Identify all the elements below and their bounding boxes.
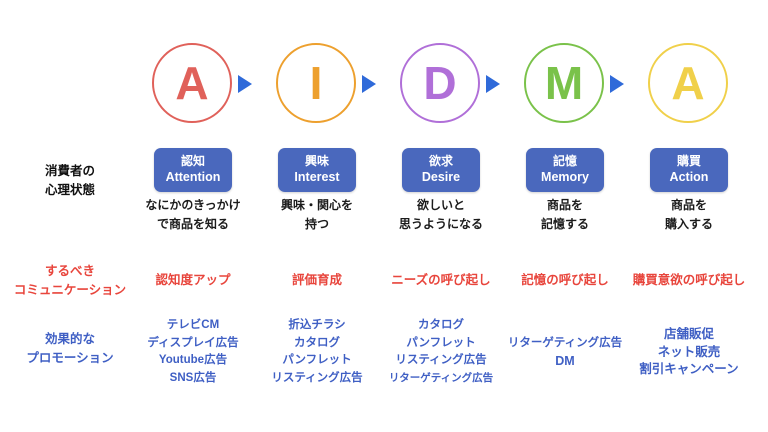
promotion-item: リスティング広告 [395, 354, 487, 366]
stage-promotion-list: カタログパンフレットリスティング広告リターゲティング広告 [367, 317, 515, 387]
stage-description-line: で商品を知る [156, 216, 229, 231]
promotion-item: テレビCM [166, 319, 220, 331]
stage-tag-interest[interactable]: 興味 Interest [278, 148, 356, 193]
promotion-item: カタログ [418, 319, 464, 331]
stage-description-line: なにかのきっかけ [145, 198, 241, 212]
stage-tag-label-en: Action [669, 170, 709, 185]
stage-tag-label-jp: 興味 [304, 154, 329, 168]
stage-circle-interest: I [276, 43, 358, 125]
stage-circle-action: A [648, 43, 730, 125]
stage-circle-ring: I [276, 43, 356, 123]
stage-description-line: 興味・関心を [280, 198, 353, 212]
stage-description: 興味・関心を持つ [255, 196, 379, 233]
stage-promotion-list: 折込チラシカタログパンフレットリスティング広告 [243, 317, 391, 387]
promotion-item: パンフレット [282, 354, 352, 366]
stage-circle-desire: D [400, 43, 482, 125]
stage-letter: I [309, 57, 323, 109]
stage-communication: 記憶の呼び起し [521, 273, 609, 287]
flow-arrow-icon [362, 75, 376, 93]
row-label-communication: するべき コミュニケーション [0, 262, 140, 300]
stage-letter: M [544, 57, 584, 109]
promotion-item: 折込チラシ [288, 319, 346, 331]
stage-communication: 評価育成 [291, 273, 342, 287]
promotion-item: パンフレット [406, 336, 476, 349]
stage-description-line: 記憶する [540, 216, 589, 231]
stage-circle-ring: D [400, 43, 480, 123]
stage-tag-label-jp: 記憶 [552, 154, 577, 168]
stage-tag-label-en: Attention [165, 170, 221, 185]
stage-communication: ニーズの呼び起し [391, 273, 491, 287]
row-label-communication-line2: コミュニケーション [13, 282, 127, 297]
stage-circle-ring: A [152, 43, 232, 123]
stage-column-memory: 記憶 Memory 商品を記憶する記憶の呼び起しリターゲティング広告 DM [503, 0, 627, 432]
stage-circle-ring: A [648, 43, 728, 123]
flow-arrow-icon [486, 75, 500, 93]
row-label-promotion: 効果的な プロモーション [0, 330, 140, 368]
stage-promotion-list: テレビCM ディスプレイ広告 Youtube広告 SNS広告 [119, 317, 267, 387]
stage-communication: 購買意欲の呼び起し [632, 273, 746, 287]
row-label-psychological-state-line1: 消費者の [44, 164, 95, 178]
stage-tag-label-en: Desire [421, 170, 461, 185]
row-label-psychological-state: 消費者の 心理状態 [0, 162, 140, 200]
stage-column-desire: 欲求 Desire 欲しいと思うようになるニーズの呼び起しカタログパンフレットリステ… [379, 0, 503, 432]
stage-circle-attention: A [152, 43, 234, 125]
promotion-item: 割引キャンペーン [639, 362, 739, 376]
promotion-item: ディスプレイ広告 [147, 336, 239, 349]
promotion-item: 店舗販促 [663, 327, 714, 341]
promotion-item: SNS広告 [169, 371, 217, 384]
promotion-item: ネット販売 [657, 344, 721, 359]
row-label-communication-line1: するべき [44, 264, 95, 278]
flow-arrow-icon [610, 75, 624, 93]
stage-circle-ring: M [524, 43, 604, 123]
stage-tag-label-jp: 欲求 [428, 154, 453, 168]
stage-letter: A [671, 57, 705, 109]
stage-tag-label-en: Interest [294, 170, 340, 185]
stage-letter: A [175, 57, 209, 109]
row-label-promotion-line1: 効果的な [44, 332, 95, 346]
stage-circle-memory: M [524, 43, 606, 125]
row-label-psychological-state-line2: 心理状態 [44, 182, 95, 197]
stage-description: 商品を購入する [627, 196, 751, 233]
stage-tag-label-jp: 購買 [676, 154, 701, 168]
stage-description-line: 商品を [670, 198, 707, 212]
promotion-item: リターゲティング広告 [507, 337, 623, 349]
stage-tag-memory[interactable]: 記憶 Memory [526, 148, 604, 193]
stage-description: 欲しいと思うようになる [379, 196, 503, 233]
stage-communication: 認知度アップ [155, 273, 231, 287]
stage-column-action: 購買 Action 商品を購入する購買意欲の呼び起し店舗販促ネット販売割引キャンペー… [627, 0, 751, 432]
stage-letter: D [423, 57, 457, 109]
stage-promotion-list: 店舗販促ネット販売割引キャンペーン [615, 326, 763, 379]
promotion-item: DM [555, 353, 575, 368]
stage-description-line: 欲しいと [416, 198, 465, 212]
promotion-item: リターゲティング広告 [388, 371, 494, 384]
stage-column-interest: 興味 Interest 興味・関心を持つ評価育成折込チラシカタログパンフレットリステ… [255, 0, 379, 432]
stage-tag-label-jp: 認知 [180, 154, 205, 168]
stage-promotion-list: リターゲティング広告 DM [491, 335, 639, 370]
stage-description-line: 購入する [664, 216, 713, 231]
stage-tag-label-en: Memory [541, 170, 589, 185]
stage-tag-action[interactable]: 購買 Action [650, 148, 728, 193]
promotion-item: リスティング広告 [271, 371, 363, 384]
stage-description-line: 商品を [546, 198, 583, 212]
flow-arrow-icon [238, 75, 252, 93]
promotion-item: カタログ [294, 336, 340, 349]
stage-description-line: 持つ [304, 216, 329, 231]
stage-tag-attention[interactable]: 認知 Attention [154, 148, 232, 193]
stage-tag-desire[interactable]: 欲求 Desire [402, 148, 480, 193]
promotion-item: Youtube広告 [158, 354, 228, 366]
stage-description: なにかのきっかけで商品を知る [131, 196, 255, 233]
stage-description-line: 思うようになる [398, 216, 483, 231]
row-label-promotion-line2: プロモーション [26, 350, 114, 365]
stage-description: 商品を記憶する [503, 196, 627, 233]
